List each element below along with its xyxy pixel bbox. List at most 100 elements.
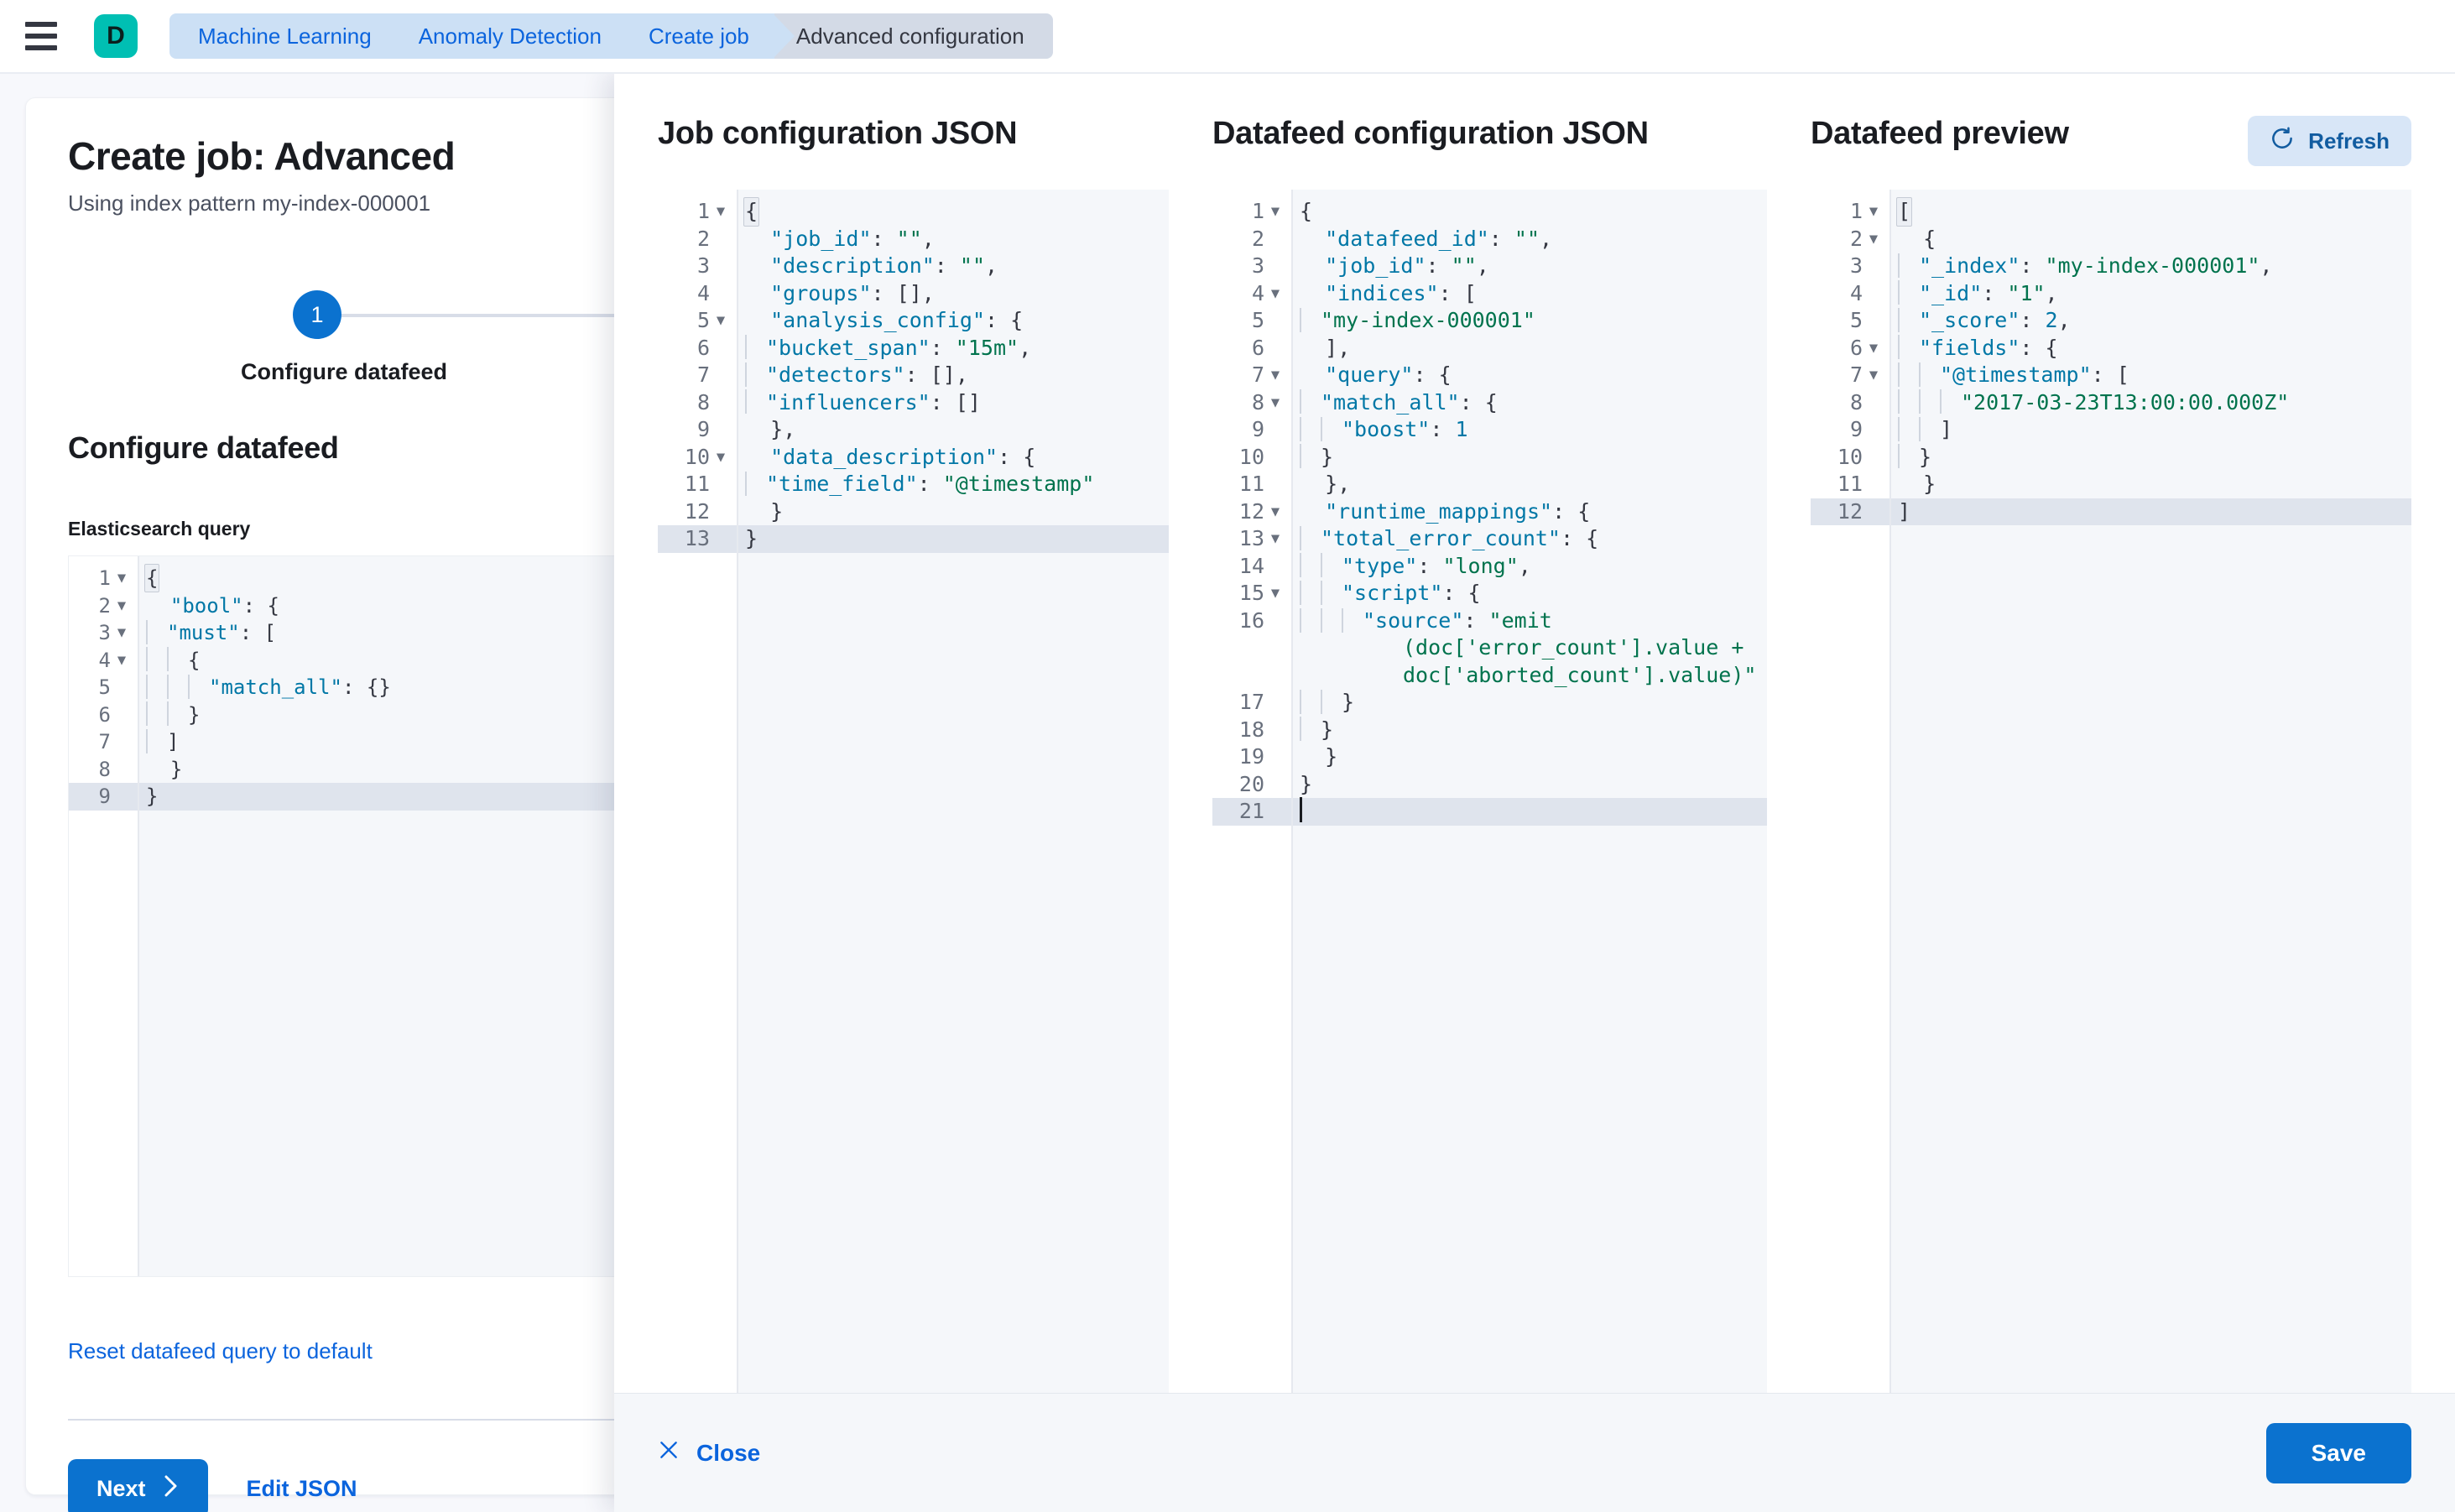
code-line[interactable]: "runtime_mappings": { [1325, 498, 1591, 524]
code-line[interactable]: "bucket_span": "15m", [738, 335, 1169, 362]
close-button[interactable]: Close [658, 1439, 760, 1467]
fold-arrow-icon[interactable]: ▼ [1270, 585, 1280, 602]
line-number-continuation: .▼ [1212, 662, 1291, 690]
code-line[interactable]: "job_id": "", [1325, 253, 1489, 278]
code-line[interactable]: ], [1325, 335, 1351, 360]
datafeed-editor-code[interactable]: { "datafeed_id": "", "job_id": "", "indi… [1293, 190, 1767, 1393]
fold-arrow-icon[interactable]: ▼ [1869, 339, 1879, 357]
code-line[interactable]: ] [139, 728, 638, 756]
code-line[interactable]: "2017-03-23T13:00:00.000Z" [1891, 389, 2411, 417]
indent-guide [1919, 416, 1921, 441]
datafeed-preview-editor[interactable]: 1▼2▼3▼4▼5▼6▼7▼8▼9▼10▼11▼12▼ [ {"_index":… [1811, 190, 2411, 1393]
code-line[interactable]: "my-index-000001" [1293, 307, 1767, 335]
preview-editor-code[interactable]: [ {"_index": "my-index-000001","_id": "1… [1891, 190, 2411, 1393]
fold-arrow-icon[interactable]: ▼ [117, 651, 127, 669]
code-line[interactable]: } [139, 701, 638, 729]
fold-arrow-icon[interactable]: ▼ [1869, 203, 1879, 220]
fold-arrow-icon[interactable]: ▼ [1270, 203, 1280, 220]
fold-arrow-icon[interactable]: ▼ [716, 448, 726, 466]
code-line[interactable]: ] [1891, 498, 2411, 525]
fold-arrow-icon[interactable]: ▼ [1270, 284, 1280, 302]
code-line[interactable]: "time_field": "@timestamp" [738, 471, 1169, 498]
fold-arrow-icon[interactable]: ▼ [117, 597, 127, 614]
code-line[interactable]: } [139, 783, 638, 811]
code-line[interactable]: } [1325, 744, 1338, 769]
chevron-right-icon [163, 1474, 180, 1504]
code-line[interactable]: "datafeed_id": "", [1325, 226, 1553, 251]
code-line[interactable]: "groups": [], [770, 280, 935, 305]
code-line[interactable]: } [1293, 689, 1767, 717]
code-line[interactable]: "match_all": { [1293, 389, 1767, 417]
code-line[interactable]: "total_error_count": { [1293, 525, 1767, 553]
code-line[interactable] [1293, 797, 1767, 826]
code-line[interactable]: "source": "emit(doc['error_count'].value… [1293, 607, 1767, 690]
code-line[interactable]: "boost": 1 [1293, 416, 1767, 444]
code-line[interactable]: "analysis_config": { [770, 308, 1024, 332]
hamburger-menu-icon[interactable] [25, 18, 60, 54]
refresh-button[interactable]: Refresh [2248, 116, 2411, 166]
app-logo[interactable]: D [94, 14, 138, 58]
fold-arrow-icon[interactable]: ▼ [117, 624, 127, 642]
fold-arrow-icon[interactable]: ▼ [1869, 367, 1879, 383]
code-line[interactable]: "bool": { [169, 593, 279, 618]
fold-arrow-icon[interactable]: ▼ [1270, 530, 1280, 547]
code-line[interactable]: "match_all": {} [139, 674, 638, 701]
query-editor-code[interactable]: { "bool": {"must": [{"match_all": {}}] }… [139, 556, 638, 1276]
code-line[interactable]: { [139, 564, 638, 593]
code-line[interactable]: } [770, 498, 784, 524]
code-line[interactable]: "job_id": "", [770, 226, 935, 251]
fold-arrow-icon[interactable]: ▼ [1270, 503, 1280, 520]
code-line[interactable]: "_id": "1", [1891, 280, 2411, 308]
indent-guide [1300, 717, 1301, 742]
next-button[interactable]: Next [68, 1459, 208, 1512]
fold-arrow-icon: ▼ [1863, 280, 1884, 308]
save-button[interactable]: Save [2265, 1422, 2411, 1483]
code-line[interactable]: "indices": [ [1325, 280, 1477, 305]
stepper-step-1-circle[interactable]: 1 [293, 290, 341, 339]
reset-datafeed-query-link[interactable]: Reset datafeed query to default [68, 1338, 373, 1363]
fold-arrow-icon[interactable]: ▼ [1270, 394, 1280, 411]
code-line[interactable]: } [1300, 771, 1313, 796]
code-line[interactable]: } [738, 525, 1169, 553]
code-line[interactable]: "detectors": [], [738, 362, 1169, 389]
code-line[interactable]: } [1293, 444, 1767, 472]
fold-arrow-icon[interactable]: ▼ [716, 203, 726, 220]
job-editor-code[interactable]: { "job_id": "", "description": "", "grou… [738, 190, 1169, 1393]
code-line[interactable]: "influencers": [] [738, 389, 1169, 417]
code-line[interactable]: } [1923, 472, 1936, 496]
code-line[interactable]: "_index": "my-index-000001", [1891, 253, 2411, 280]
code-line[interactable]: "query": { [1325, 362, 1452, 387]
code-line[interactable]: "_score": 2, [1891, 307, 2411, 335]
code-line[interactable]: ] [1891, 416, 2411, 444]
code-line[interactable]: { [738, 197, 1169, 227]
code-line[interactable]: "fields": { [1891, 335, 2411, 362]
fold-arrow-icon[interactable]: ▼ [1270, 367, 1280, 383]
code-line[interactable]: "description": "", [770, 253, 998, 278]
code-line[interactable]: } [1891, 444, 2411, 472]
code-line[interactable]: [ [1891, 197, 2411, 227]
breadcrumb-item-machine-learning[interactable]: Machine Learning [169, 13, 417, 59]
fold-arrow-icon[interactable]: ▼ [716, 312, 726, 329]
edit-json-button[interactable]: Edit JSON [246, 1475, 357, 1501]
code-line[interactable]: }, [770, 417, 796, 441]
breadcrumb-item-anomaly-detection[interactable]: Anomaly Detection [383, 13, 647, 59]
fold-arrow-icon[interactable]: ▼ [117, 570, 127, 587]
line-number: 1▼ [1811, 198, 1889, 226]
code-line[interactable]: { [1300, 199, 1313, 223]
code-line[interactable]: "type": "long", [1293, 553, 1767, 581]
code-line[interactable]: } [169, 757, 183, 781]
elasticsearch-query-editor[interactable]: 1▼2▼3▼4▼5▼6▼7▼8▼9▼ { "bool": {"must": [{… [68, 555, 638, 1277]
code-line[interactable]: "data_description": { [770, 444, 1036, 469]
job-configuration-column: Job configuration JSON 1▼2▼3▼4▼5▼6▼7▼8▼9… [614, 116, 1212, 1393]
fold-arrow-icon: ▼ [1264, 416, 1286, 444]
code-line[interactable]: "@timestamp": [ [1891, 362, 2411, 389]
code-line[interactable]: "must": [ [139, 619, 638, 647]
fold-arrow-icon[interactable]: ▼ [1869, 230, 1879, 248]
code-line[interactable]: "script": { [1293, 580, 1767, 607]
datafeed-configuration-editor[interactable]: 1▼2▼3▼4▼5▼6▼7▼8▼9▼10▼11▼12▼13▼14▼15▼16▼.… [1212, 190, 1767, 1393]
code-line[interactable]: }, [1325, 472, 1351, 496]
code-line[interactable]: { [1923, 226, 1936, 251]
code-line[interactable]: { [139, 647, 638, 675]
code-line[interactable]: } [1293, 717, 1767, 744]
job-configuration-editor[interactable]: 1▼2▼3▼4▼5▼6▼7▼8▼9▼10▼11▼12▼13▼ { "job_id… [658, 190, 1169, 1393]
